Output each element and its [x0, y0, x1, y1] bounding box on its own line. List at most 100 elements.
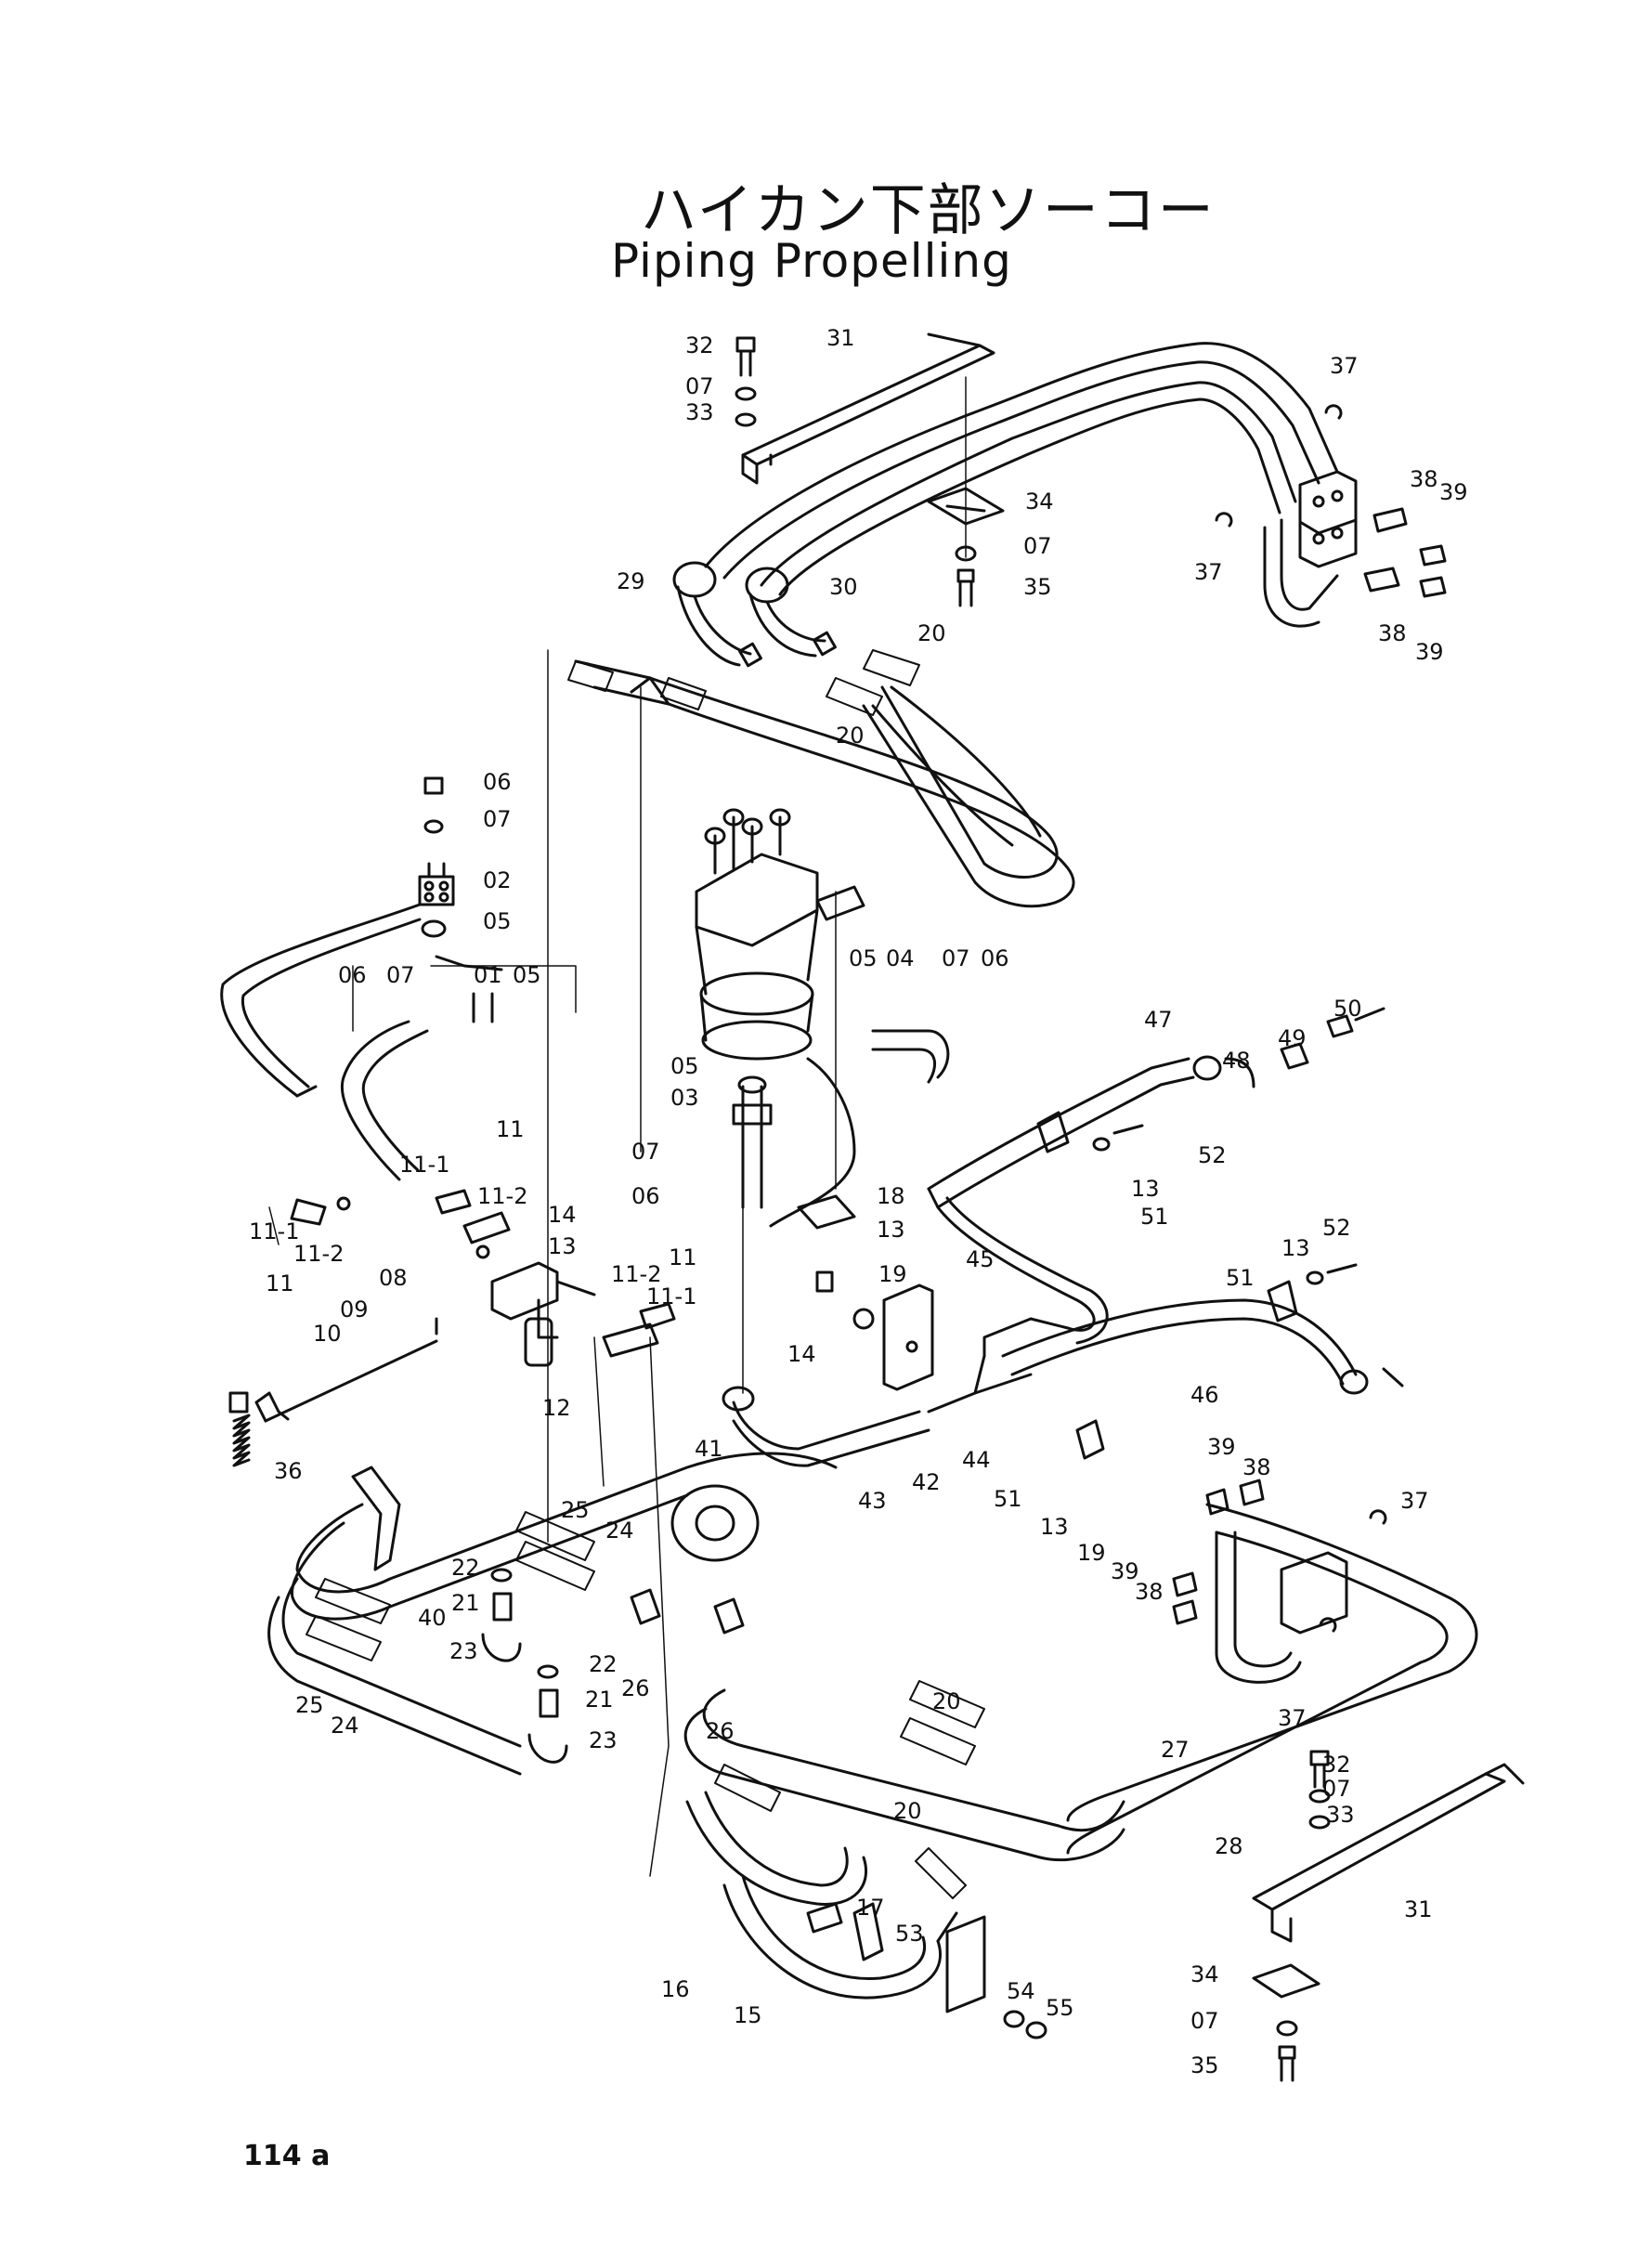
- callout-label: 14: [787, 1341, 816, 1367]
- callout-label: 12: [542, 1395, 571, 1421]
- callout-label: 17: [856, 1895, 885, 1921]
- callout-label: 49: [1278, 1025, 1307, 1051]
- callout-label: 14: [548, 1202, 577, 1228]
- callout-label: 20: [893, 1798, 922, 1824]
- callout-label: 26: [706, 1718, 735, 1744]
- callout-label: 24: [605, 1518, 634, 1544]
- callout-label: 22: [451, 1555, 480, 1581]
- callout-label: 03: [670, 1085, 699, 1111]
- callout-label: 31: [826, 325, 855, 351]
- clamp-40: [351, 1466, 401, 1571]
- callout-label: 11-1: [646, 1283, 696, 1309]
- callout-label: 55: [1046, 1995, 1074, 2021]
- callout-label: 30: [829, 574, 858, 600]
- callout-label: 05: [670, 1053, 699, 1079]
- callout-label: 06: [338, 962, 367, 988]
- callout-label: 19: [878, 1261, 907, 1287]
- callout-label: 13: [548, 1233, 577, 1259]
- spring-36: [228, 1391, 251, 1467]
- callout-label: 11-2: [611, 1261, 661, 1287]
- valve-block-02: [418, 776, 455, 938]
- leader-lines: [268, 376, 967, 1877]
- lower-valve-block: [1172, 1479, 1387, 1684]
- callout-label: 26: [621, 1675, 650, 1701]
- title-english: Piping Propelling: [611, 234, 1012, 288]
- callout-label: 07: [1190, 2008, 1219, 2034]
- callout-label: 48: [1222, 1048, 1251, 1074]
- callout-label: 38: [1378, 620, 1407, 646]
- callout-label: 51: [994, 1486, 1022, 1512]
- callout-label: 23: [589, 1727, 618, 1753]
- callout-label: 18: [877, 1183, 905, 1209]
- callout-label: 09: [340, 1296, 369, 1322]
- page-number: 114 a: [243, 2140, 331, 2172]
- callout-label: 44: [962, 1447, 991, 1473]
- callout-label: 39: [1111, 1558, 1139, 1584]
- callout-label: 52: [1322, 1215, 1351, 1241]
- callout-label: 06: [483, 769, 512, 795]
- callout-label: 07: [483, 806, 512, 832]
- callout-label: 16: [661, 1976, 690, 2002]
- callout-label: 20: [917, 620, 946, 646]
- callout-label: 51: [1226, 1265, 1255, 1291]
- callout-label: 02: [483, 867, 512, 893]
- callout-label: 23: [449, 1638, 478, 1664]
- callout-label: 08: [379, 1265, 408, 1291]
- callout-label: 39: [1207, 1434, 1236, 1460]
- callout-label: 11-2: [293, 1241, 344, 1267]
- callout-label: 35: [1023, 574, 1052, 600]
- callout-label: 21: [585, 1687, 614, 1713]
- callout-label: 34: [1025, 489, 1054, 515]
- callout-label: 11-1: [399, 1152, 449, 1178]
- callout-label: 11: [266, 1270, 294, 1296]
- callout-label: 01: [474, 962, 502, 988]
- tee-08: [290, 1189, 676, 1367]
- callout-label: 13: [1131, 1176, 1160, 1202]
- callout-label: 32: [1322, 1752, 1351, 1778]
- callout-label: 05: [513, 962, 541, 988]
- callout-label: 06: [631, 1183, 660, 1209]
- callout-label: 25: [561, 1497, 590, 1523]
- callout-label: 40: [418, 1605, 447, 1631]
- callout-label: 13: [877, 1217, 905, 1243]
- callout-label: 04: [886, 945, 915, 971]
- callout-label: 31: [1404, 1896, 1433, 1922]
- top-hose-bundle: [567, 649, 1075, 908]
- callout-label: 15: [734, 2002, 762, 2028]
- clamps-51: [1036, 1111, 1358, 1460]
- top-bracket: [741, 332, 995, 485]
- callout-label: 51: [1140, 1204, 1169, 1230]
- callout-label: 37: [1400, 1488, 1429, 1514]
- callout-label: 39: [1415, 639, 1444, 665]
- rod-10: [254, 1317, 438, 1423]
- callout-label: 11-2: [477, 1183, 527, 1209]
- bracket-14: [797, 1194, 934, 1391]
- callout-label: 20: [932, 1688, 961, 1714]
- callout-label: 54: [1007, 1978, 1035, 2004]
- bolt-32-top: [735, 336, 757, 427]
- callout-label: 33: [1326, 1802, 1355, 1828]
- callout-label: 06: [981, 945, 1009, 971]
- left-pipes: [220, 903, 503, 1181]
- callout-label: 07: [1322, 1776, 1351, 1802]
- callout-label: 32: [685, 332, 714, 358]
- swivel-joint: [695, 808, 865, 1061]
- callout-label: 47: [1144, 1007, 1173, 1033]
- callout-label: 37: [1194, 559, 1223, 585]
- fittings-21-23: [481, 1484, 760, 1764]
- lower-hoses-15-16: [685, 1791, 1047, 2039]
- right-hoses: [927, 1007, 1404, 1395]
- callout-label: 05: [483, 908, 512, 934]
- bottom-bracket: [1252, 1750, 1525, 2082]
- callout-label: 42: [912, 1469, 941, 1495]
- callout-label: 13: [1040, 1514, 1069, 1540]
- callout-label: 41: [695, 1436, 723, 1462]
- callout-label: 20: [836, 723, 865, 749]
- hose-crimps: [306, 1511, 985, 1899]
- callout-label: 11: [496, 1116, 525, 1142]
- callout-label: 29: [617, 568, 645, 594]
- callout-label: 45: [966, 1246, 995, 1272]
- callout-label: 37: [1278, 1705, 1307, 1731]
